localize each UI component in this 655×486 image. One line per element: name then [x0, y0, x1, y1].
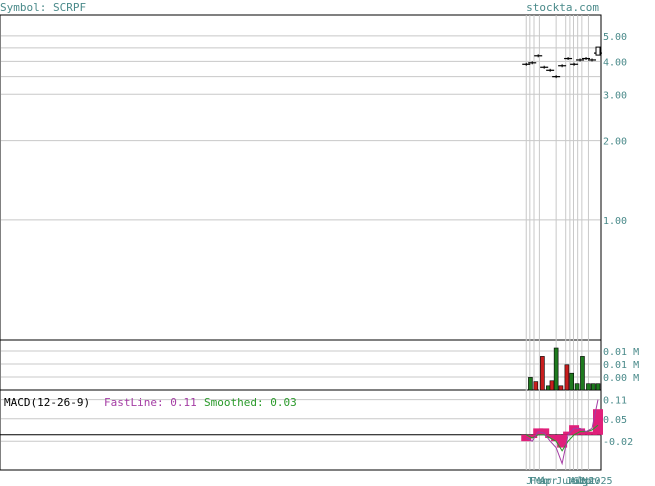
volume-tick-label: 0.01 M [603, 360, 639, 371]
x-tick-label: Apr [539, 476, 557, 486]
x-tick-label: Sep [573, 476, 591, 486]
volume-bar [549, 380, 555, 391]
price-last-candle [595, 46, 601, 56]
macd-histogram-bar [593, 409, 603, 435]
macd-histogram-bar [563, 431, 574, 435]
x-tick-label: Jul [566, 476, 584, 486]
macd-fastline-label: FastLine: 0.11 [104, 396, 197, 409]
macd-histogram-bar [581, 431, 592, 435]
volume-bar [564, 364, 570, 391]
price-tick-label: 4.00 [603, 57, 627, 68]
macd-histogram-bar [569, 425, 580, 435]
macd-histogram-bar [539, 428, 550, 435]
volume-bar [586, 383, 591, 391]
price-tick-label: 2.00 [603, 137, 627, 148]
macd-fast-line [526, 399, 599, 466]
volume-bar [528, 377, 533, 391]
volume-bar [574, 383, 580, 391]
macd-panel-frame [0, 389, 602, 471]
volume-bar [590, 383, 596, 391]
volume-bar [533, 381, 539, 391]
x-tick-label: Aug [570, 476, 588, 486]
macd-tick-label: -0.02 [603, 437, 633, 448]
macd-tick-label: 0.05 [603, 415, 627, 426]
macd-tick-label: 0.11 [603, 396, 627, 407]
x-tick-label: 2025 [588, 476, 612, 486]
volume-bar [540, 356, 545, 391]
site-label: stockta.com [526, 1, 599, 14]
price-panel-frame [0, 14, 602, 341]
volume-panel-frame [0, 339, 602, 391]
x-tick-label: Jun [556, 476, 574, 486]
price-tick-label: 3.00 [603, 90, 627, 101]
volume-bar [595, 383, 601, 391]
x-tick-label: J [526, 476, 532, 486]
price-tick-label: 5.00 [603, 32, 627, 43]
x-tick-label: Nov [582, 476, 600, 486]
macd-histogram-bar [557, 434, 568, 448]
x-tick-label: Oct [578, 476, 596, 486]
volume-bar [580, 356, 585, 391]
macd-histogram-bar [545, 434, 556, 438]
macd-histogram-bar [527, 434, 538, 438]
x-tick-label: Feb [530, 476, 548, 486]
volume-bar [553, 347, 559, 391]
macd-smoothed-label: Smoothed: 0.03 [204, 396, 297, 409]
symbol-label: Symbol: SCRPF [0, 1, 86, 14]
volume-bar [558, 385, 564, 391]
volume-bar [569, 372, 574, 391]
volume-tick-label: 0.01 M [603, 347, 639, 358]
macd-title: MACD(12-26-9) [4, 396, 90, 409]
x-tick-label: Mar [534, 476, 552, 486]
price-tick-label: 1.00 [603, 216, 627, 227]
macd-histogram-bar [551, 434, 562, 442]
volume-tick-label: 0.00 M [603, 373, 639, 384]
macd-histogram-bar [587, 431, 598, 435]
